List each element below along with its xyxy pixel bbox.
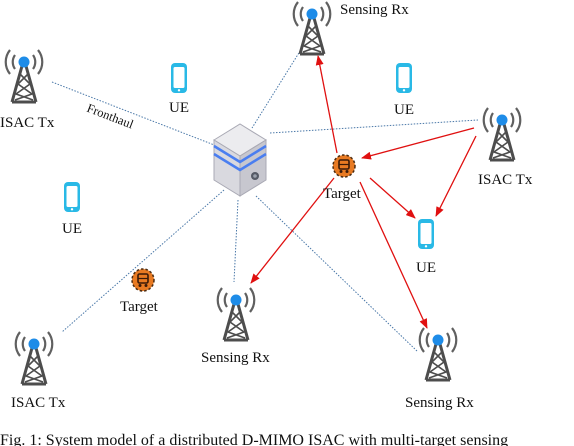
isac-tx-left-top-label: ISAC Tx [0,115,55,131]
fronthaul-link-sensing-rx-top [251,47,303,129]
sensing-rx-center-label: Sensing Rx [201,350,270,366]
fronthaul-link-sensing-rx-center [233,199,239,283]
arrow-target-to-sensing-rx-center [250,177,335,284]
ue-top-middle-icon [171,63,187,93]
figure-caption: Fig. 1: System model of a distributed D-… [0,432,509,446]
target-left-icon [131,268,155,292]
ue-right-label: UE [416,260,436,276]
arrow-target-to-sensing-rx-top [315,55,338,154]
sensing-links [250,55,477,329]
ue-top-right-label: UE [394,102,414,118]
isac-tx-right-label: ISAC Tx [478,172,533,188]
sensing-rx-top-icon [292,0,332,56]
isac-tx-left-bottom-icon [14,330,54,386]
arrow-tx-right-to-target [361,127,475,160]
arrow-target-to-sensing-rx-bottom-right [359,181,428,329]
ue-left-icon [64,182,80,212]
target-center-icon [332,154,356,178]
ue-right-icon [418,219,434,249]
fronthaul-links [51,47,479,353]
sensing-rx-top-label: Sensing Rx [340,2,409,18]
sensing-rx-bottom-right-label: Sensing Rx [405,395,474,411]
target-center-label: Target [323,186,361,202]
ue-top-middle-label: UE [169,100,189,116]
isac-tx-right-icon [482,106,522,162]
fronthaul-link-isac-tx-left-top [51,81,223,149]
arrow-target-to-ue [369,177,416,219]
fronthaul-link-isac-tx-right [269,119,479,134]
central-server-icon [213,123,267,197]
isac-tx-left-top-icon [4,48,44,104]
isac-tx-left-bottom-label: ISAC Tx [11,395,66,411]
target-left-label: Target [120,299,158,315]
sensing-rx-center-icon [216,286,256,342]
fronthaul-link-sensing-rx-bottom-right [255,195,419,353]
ue-top-right-icon [396,63,412,93]
sensing-rx-bottom-right-icon [418,326,458,382]
arrow-tx-right-to-ue [435,135,477,217]
ue-left-label: UE [62,221,82,237]
